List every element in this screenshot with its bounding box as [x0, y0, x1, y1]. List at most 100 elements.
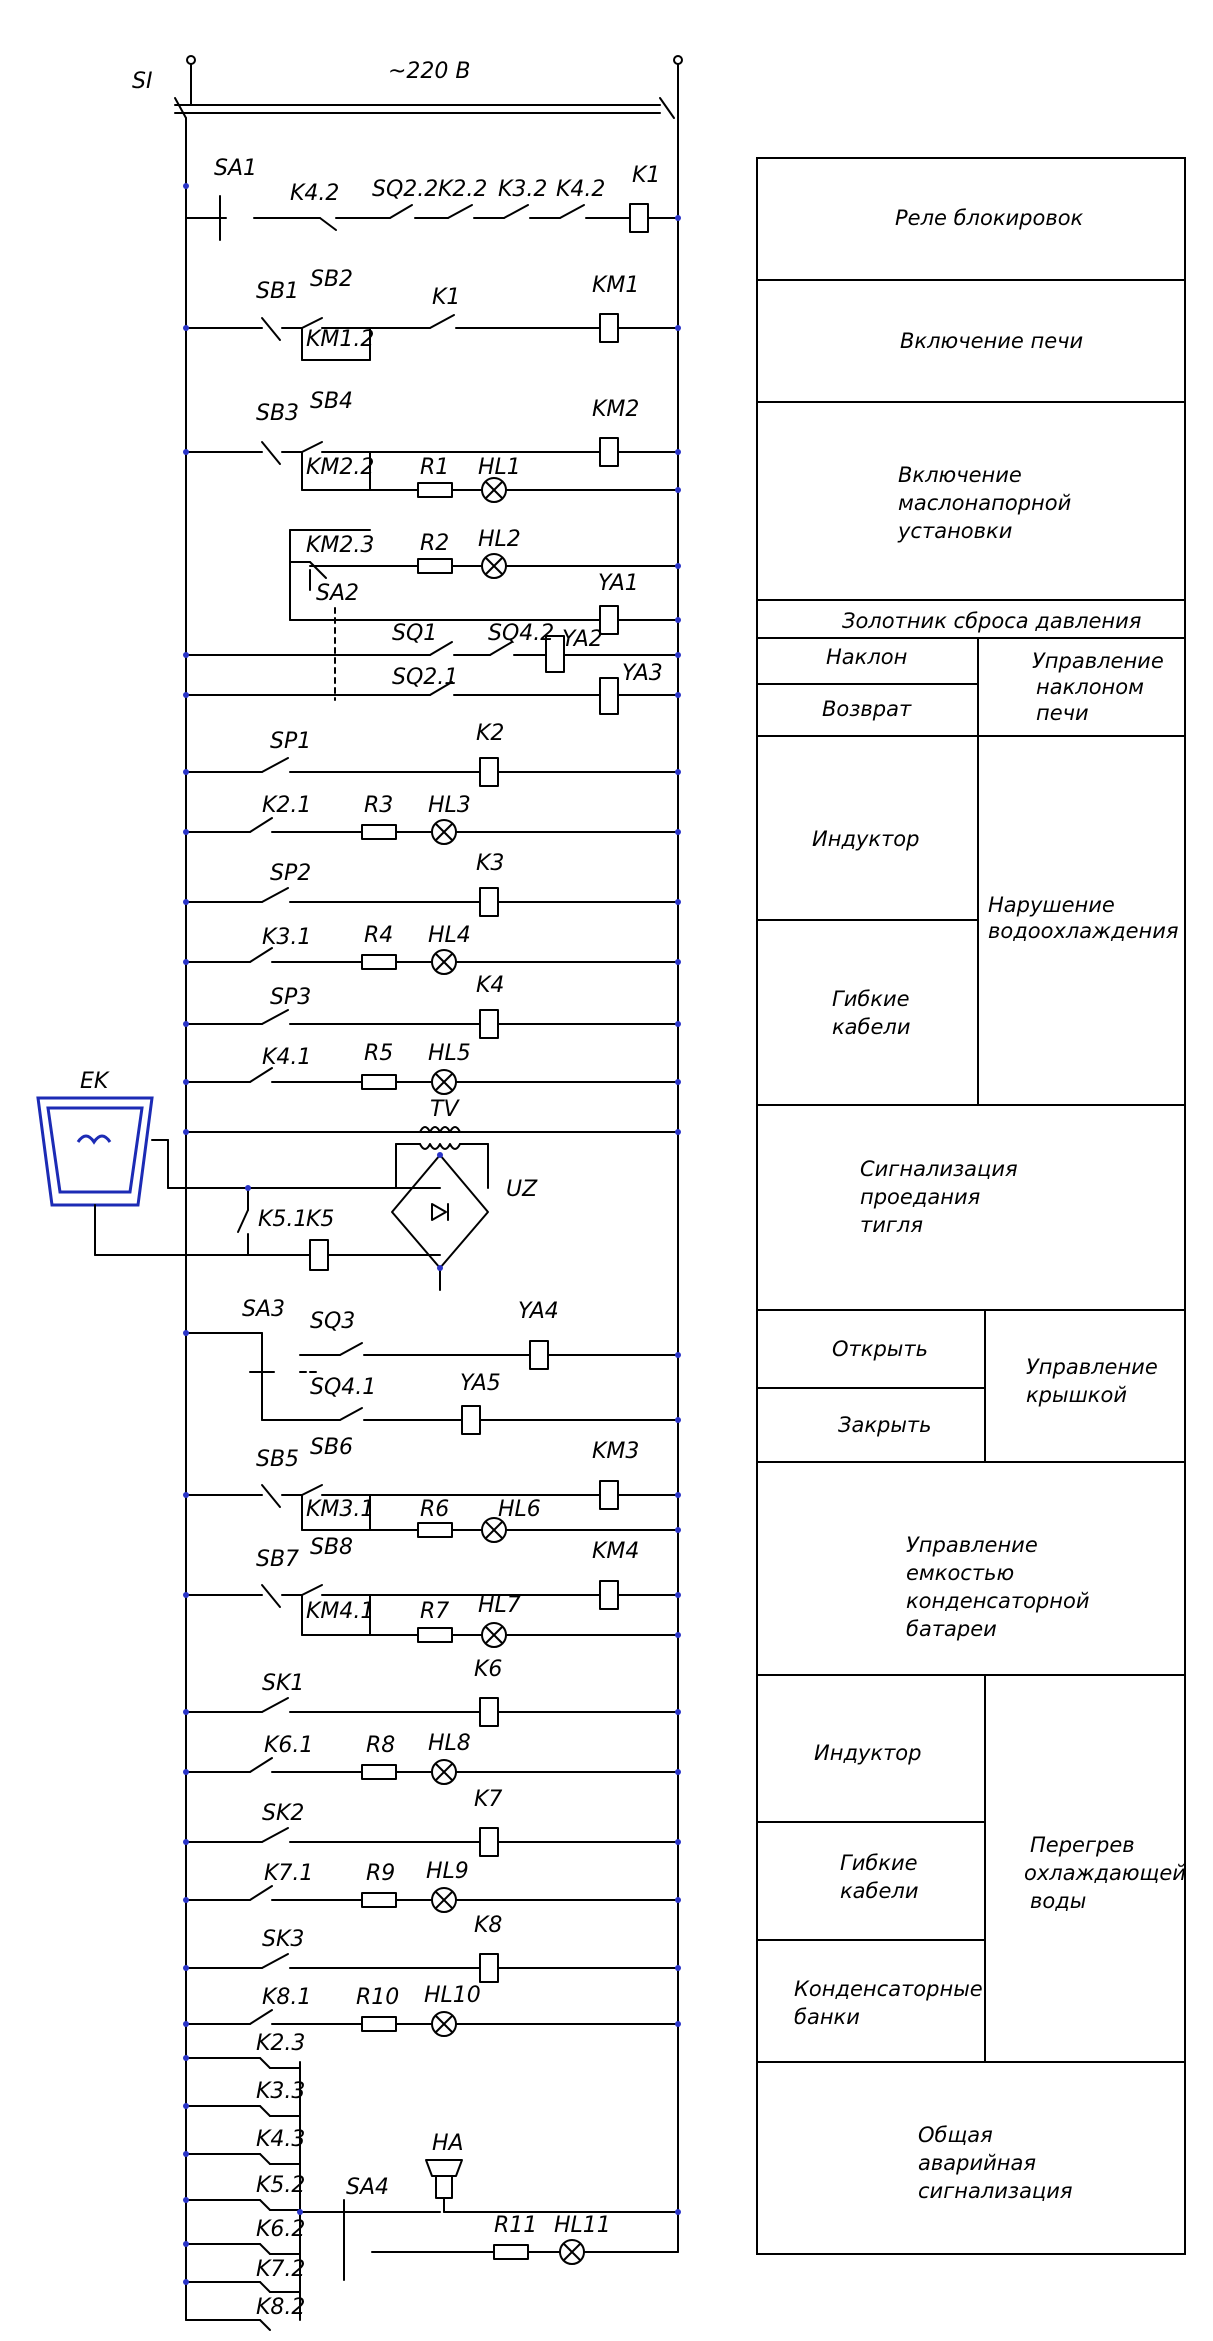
label-K5.2: K5.2: [256, 2173, 305, 2198]
label-SQ1: SQ1: [392, 621, 437, 646]
cell-cap-1: Управление: [906, 1533, 1038, 1557]
label-K2: K2: [476, 721, 504, 746]
cell-tilt: Наклон: [826, 645, 907, 669]
cell-capbank-2: банки: [794, 2005, 860, 2029]
label-SQ4.1: SQ4.1: [310, 1375, 376, 1400]
label-SP2: SP2: [270, 861, 311, 886]
label-SK1: SK1: [262, 1671, 304, 1696]
row-K8.1: K8.1 R10 HL10: [185, 1983, 679, 2037]
label-SK2: SK2: [262, 1801, 304, 1826]
label-SI: SI: [132, 69, 152, 94]
row-SP1: SP1 K2: [185, 721, 679, 787]
cell-overheat-2: охлаждающей: [1024, 1861, 1186, 1885]
label-SP1: SP1: [270, 729, 311, 754]
label-R1: R1: [420, 455, 449, 480]
cell-oil-2: маслонапорной: [898, 491, 1071, 515]
label-K5.1: K5.1: [258, 1207, 307, 1232]
cell-cap-2: емкостью: [906, 1561, 1014, 1585]
supply-section: SI ~220 В: [132, 55, 683, 2321]
cell-burn-1: Сигнализация: [860, 1157, 1018, 1181]
label-KM2.3: KM2.3: [306, 533, 374, 558]
label-voltage: ~220 В: [388, 59, 471, 84]
label-KM4.1: KM4.1: [306, 1599, 374, 1624]
label-KM2: KM2: [592, 397, 639, 422]
label-K8.2: K8.2: [256, 2295, 305, 2320]
cell-open: Открыть: [832, 1337, 928, 1361]
label-K4.3: K4.3: [256, 2127, 305, 2152]
label-YA3: YA3: [622, 661, 663, 686]
label-K6: K6: [474, 1657, 502, 1682]
label-R4: R4: [364, 923, 393, 948]
label-KM4: KM4: [592, 1539, 639, 1564]
cell-alarm-1: Общая: [918, 2123, 993, 2147]
row-tilt: SQ1 SQ4.2 YA2: [185, 621, 679, 673]
label-HL1: HL1: [478, 455, 521, 480]
label-R7: R7: [420, 1599, 449, 1624]
label-SA2: SA2: [316, 581, 359, 606]
cell-tilt-ctrl-2: наклоном: [1036, 675, 1144, 699]
crucible-section: EK TV UZ K5.1 K5: [36, 1069, 679, 1291]
label-SA3: SA3: [242, 1297, 285, 1322]
label-KM3: KM3: [592, 1439, 639, 1464]
row-K6.1: K6.1 R8 HL8: [185, 1731, 679, 1785]
label-YA5: YA5: [460, 1371, 501, 1396]
label-K4: K4: [476, 973, 504, 998]
label-YA2: YA2: [562, 627, 603, 652]
label-UZ: UZ: [506, 1177, 538, 1202]
cell-furnace-on: Включение печи: [900, 329, 1083, 353]
label-K5: K5: [306, 1207, 334, 1232]
label-HL9: HL9: [426, 1859, 469, 1884]
row-K3.1: K3.1 R4 HL4: [185, 923, 679, 975]
label-HL11: HL11: [554, 2213, 611, 2238]
label-SB8: SB8: [310, 1535, 353, 1560]
label-K2.1: K2.1: [262, 793, 311, 818]
label-K8: K8: [474, 1913, 502, 1938]
row-oil-pressure: SB3 SB4 KM2 KM2.2 R1 HL1: [185, 389, 679, 503]
label-K4.2: K4.2: [290, 181, 339, 206]
label-R9: R9: [366, 1861, 395, 1886]
row-SK1: SK1 K6: [185, 1657, 679, 1727]
row-km2-3: KM2.3 R2 HL2: [289, 527, 679, 621]
cell-flex2-1: Гибкие: [840, 1851, 918, 1875]
label-SA1: SA1: [214, 156, 257, 181]
label-K1: K1: [632, 163, 660, 188]
cell-oil-1: Включение: [898, 463, 1022, 487]
cell-alarm-2: аварийная: [918, 2151, 1036, 2175]
cell-return: Возврат: [822, 697, 912, 721]
label-K3.3: K3.3: [256, 2079, 305, 2104]
row-SP2: SP2 K3: [185, 851, 679, 917]
label-K8.1: K8.1: [262, 1985, 311, 2010]
row-interlock-relay: SA1 K4.2 SQ2.2 K2.2 K3.2 K4.2 K1: [185, 156, 679, 241]
cell-pressure-spool: Золотник сброса давления: [842, 609, 1141, 633]
label-R8: R8: [366, 1733, 395, 1758]
cell-flex2-2: кабели: [840, 1879, 919, 1903]
row-pressure-spool: SA2 YA1: [289, 571, 679, 701]
cell-oil-3: установки: [897, 519, 1012, 543]
label-TV: TV: [430, 1097, 460, 1122]
label-R10: R10: [356, 1985, 399, 2010]
label-K7: K7: [474, 1787, 502, 1812]
label-R3: R3: [364, 793, 393, 818]
cell-water-2: водоохлаждения: [988, 919, 1179, 943]
label-SK3: SK3: [262, 1927, 304, 1952]
label-YA1: YA1: [598, 571, 639, 596]
row-SK3: SK3 K8: [185, 1913, 679, 1983]
function-table: Реле блокировок Включение печи Включение…: [756, 157, 1186, 2255]
label-SB1: SB1: [256, 279, 299, 304]
label-SP3: SP3: [270, 985, 311, 1010]
label-SQ3: SQ3: [310, 1309, 355, 1334]
junction-dots: [183, 183, 681, 2285]
label-SB2: SB2: [310, 267, 353, 292]
cell-inductor: Индуктор: [812, 827, 919, 851]
cell-burn-3: тигля: [860, 1213, 923, 1237]
cell-alarm-3: сигнализация: [918, 2179, 1073, 2203]
cell-tilt-ctrl-1: Управление: [1032, 649, 1164, 673]
label-K7.2: K7.2: [256, 2257, 305, 2282]
label-SB5: SB5: [256, 1447, 299, 1472]
label-SA4: SA4: [346, 2175, 389, 2200]
label-HL4: HL4: [428, 923, 471, 948]
cell-lid-1: Управление: [1026, 1355, 1158, 1379]
label-KM1.2: KM1.2: [306, 327, 374, 352]
row-SK2: SK2 K7: [185, 1787, 679, 1857]
label-SB7: SB7: [256, 1547, 299, 1572]
